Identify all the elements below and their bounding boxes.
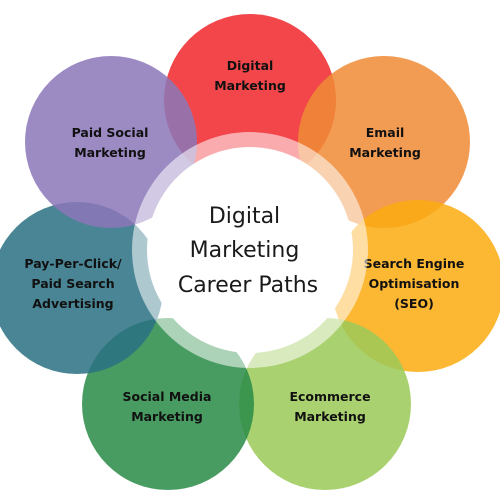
label-digital-marketing-line-2: Marketing [214,78,286,93]
center-title-line-2: Marketing [190,238,300,263]
label-paid-social-marketing-line-2: Marketing [74,145,146,160]
label-social-media-marketing-line-1: Social Media [123,389,212,404]
label-seo-line-3: (SEO) [394,296,434,311]
petal-seo [332,200,500,372]
label-email-marketing-line-1: Email [366,125,405,140]
center-title-line-1: Digital [209,204,280,229]
center-title-line-3: Career Paths [178,273,318,298]
center-title: Digital Marketing Career Paths [178,204,318,298]
label-ecommerce-marketing-line-2: Marketing [294,409,366,424]
label-seo-line-2: Optimisation [369,276,460,291]
label-digital-marketing-line-1: Digital [227,58,274,73]
label-paid-social-marketing-line-1: Paid Social [72,125,149,140]
label-social-media-marketing-line-2: Marketing [131,409,203,424]
label-ecommerce-marketing-line-1: Ecommerce [289,389,370,404]
label-seo-line-1: Search Engine [364,256,465,271]
petal-ppc-advertising [0,202,163,374]
label-ppc-advertising-line-2: Paid Search [31,276,114,291]
label-ppc-advertising-line-3: Advertising [32,296,113,311]
label-ppc-advertising-line-1: Pay-Per-Click/ [24,256,122,271]
label-email-marketing-line-2: Marketing [349,145,421,160]
center-disc [147,147,353,353]
